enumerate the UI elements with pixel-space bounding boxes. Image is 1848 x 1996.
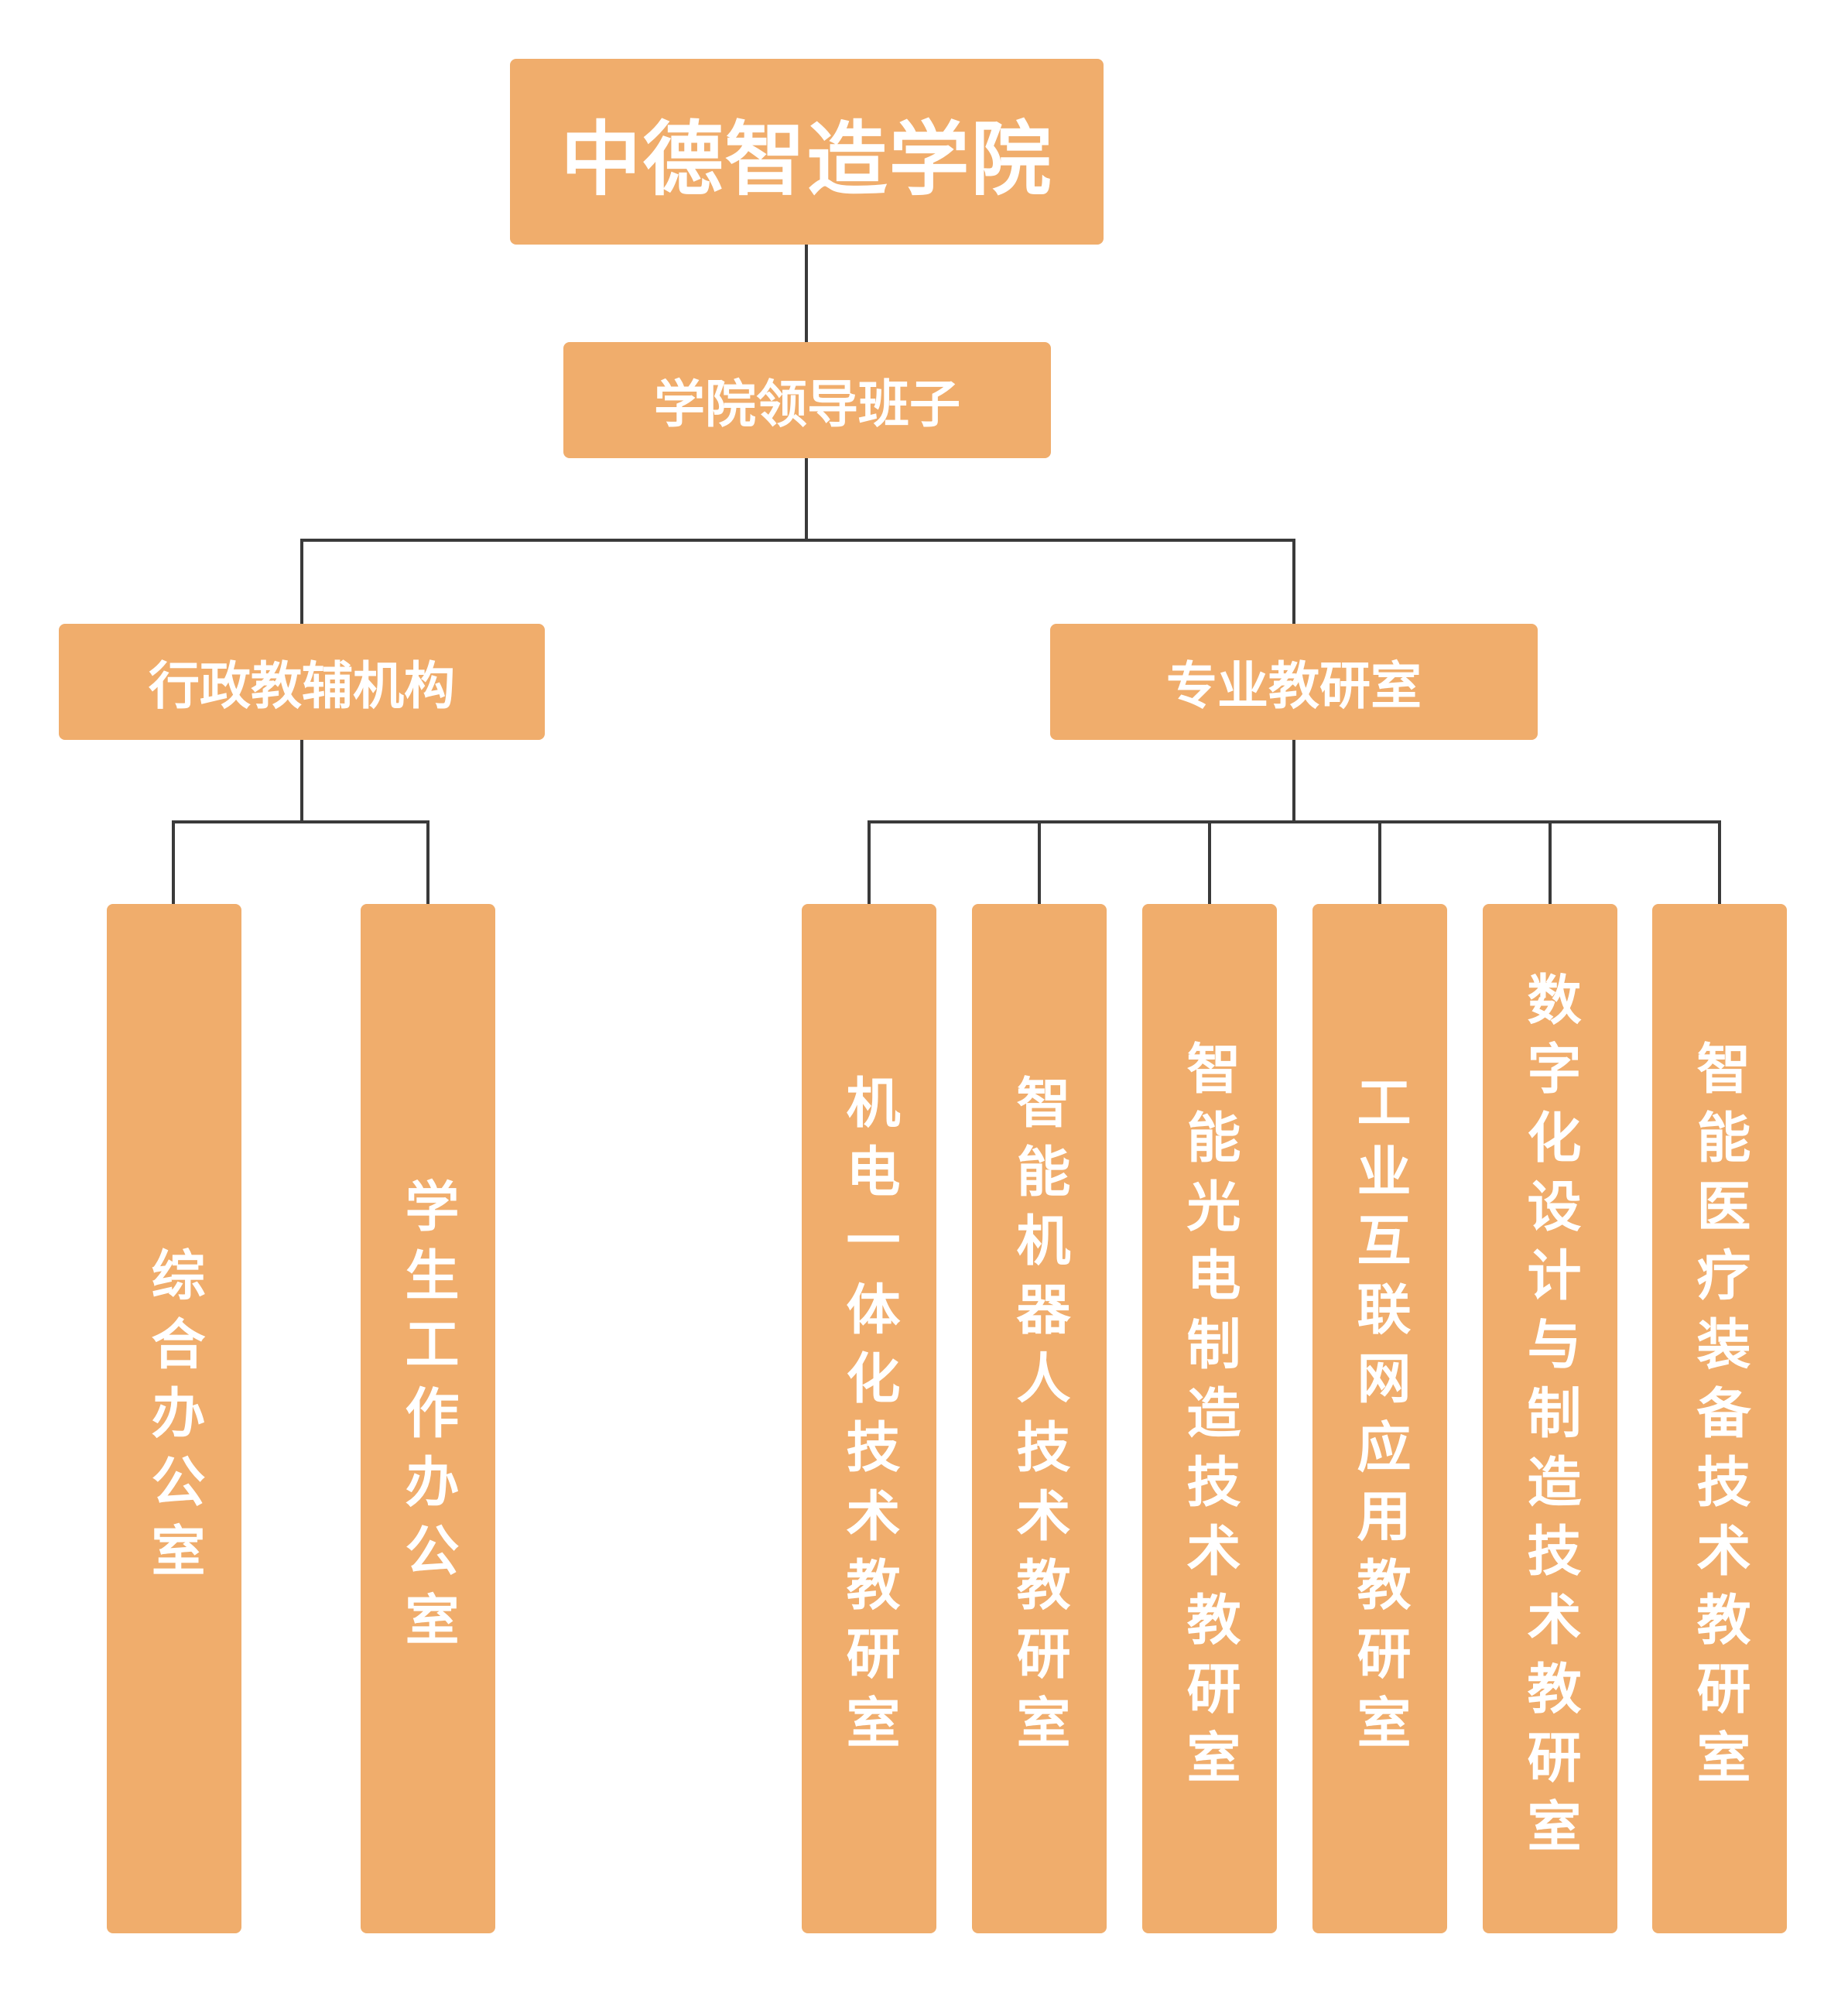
node-branch-teaching-label: 专业教研室 (1166, 656, 1422, 716)
node-mechatronics-office-label: 机电一体化技术教研室 (837, 1074, 901, 1763)
node-leadership: 学院领导班子 (563, 342, 1051, 458)
node-root-college: 中德智造学院 (510, 59, 1104, 245)
node-industrial-internet-office-label: 工业互联网应用教研室 (1348, 1074, 1412, 1763)
node-student-affairs-office: 学生工作办公室 (361, 904, 495, 1933)
node-leadership-label: 学院领导班子 (654, 375, 960, 434)
node-photoelectric-office-label: 智能光电制造技术教研室 (1178, 1039, 1241, 1798)
node-robotics-office: 智能机器人技术教研室 (972, 904, 1107, 1933)
node-medical-equipment-office-label: 智能医疗装备技术教研室 (1688, 1039, 1751, 1798)
node-branch-teaching: 专业教研室 (1050, 624, 1538, 740)
node-student-affairs-office-label: 学生工作办公室 (396, 1177, 460, 1660)
node-robotics-office-label: 智能机器人技术教研室 (1008, 1074, 1071, 1763)
node-root-label: 中德智造学院 (560, 111, 1053, 207)
node-branch-admin-label: 行政教辅机构 (149, 656, 455, 716)
node-industrial-internet-office: 工业互联网应用教研室 (1312, 904, 1447, 1933)
node-photoelectric-office: 智能光电制造技术教研室 (1142, 904, 1277, 1933)
node-mechatronics-office: 机电一体化技术教研室 (802, 904, 936, 1933)
node-digital-design-office-label: 数字化设计与制造技术教研室 (1518, 971, 1582, 1867)
node-digital-design-office: 数字化设计与制造技术教研室 (1483, 904, 1617, 1933)
node-general-office: 综合办公室 (107, 904, 241, 1933)
node-general-office-label: 综合办公室 (142, 1246, 206, 1591)
node-branch-admin: 行政教辅机构 (59, 624, 545, 740)
node-medical-equipment-office: 智能医疗装备技术教研室 (1652, 904, 1787, 1933)
